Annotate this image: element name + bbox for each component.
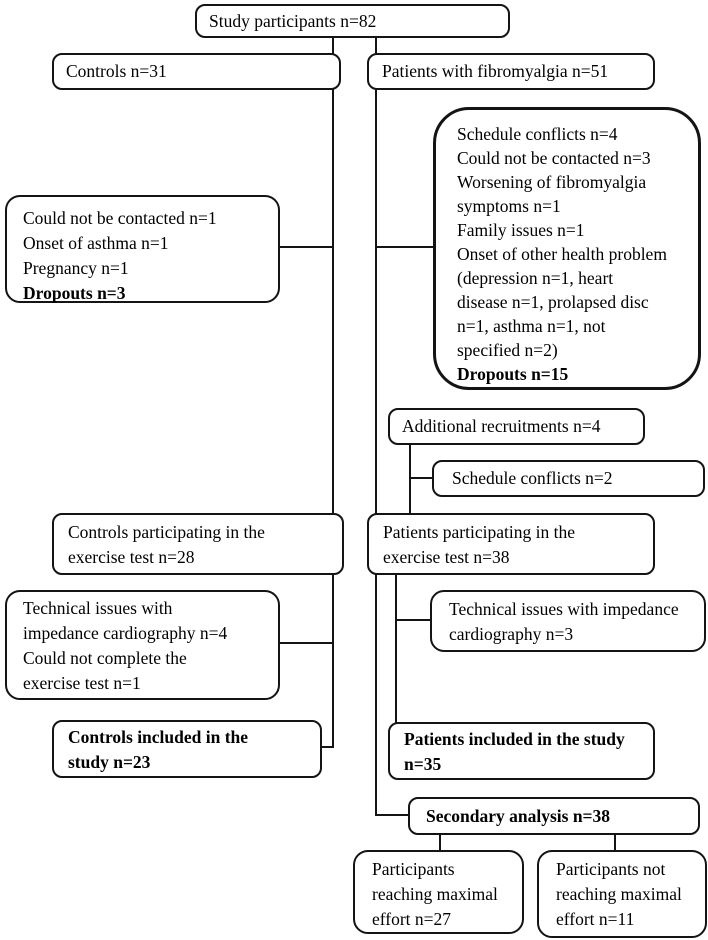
connector-not-maximal-effort: [614, 834, 616, 851]
box-control-dropouts: Could not be contacted n=1 Onset of asth…: [5, 195, 280, 303]
box-controls-technical-issues: Technical issues with impedance cardiogr…: [5, 590, 280, 700]
connector-trunk-patients: [375, 37, 377, 816]
box-label: reaching maximal: [372, 884, 498, 904]
connector-maximal-effort: [439, 834, 441, 851]
box-patients-exercise-test: Patients participating in the exercise t…: [367, 513, 655, 575]
box-patients-fibromyalgia: Patients with fibromyalgia n=51: [367, 53, 655, 90]
box-label: Patients with fibromyalgia n=51: [382, 61, 609, 81]
box-label: Schedule conflicts n=2: [452, 468, 613, 488]
dropout-reason: (depression n=1, heart: [457, 268, 614, 288]
box-patients-included: Patients included in the study n=35: [388, 722, 655, 780]
connector-schedule-conflicts: [410, 477, 433, 479]
connector-control-dropouts: [279, 246, 333, 248]
box-label: Participants: [372, 859, 455, 879]
dropout-reason: n=1, asthma n=1, not: [457, 316, 606, 336]
box-label: exercise test n=28: [68, 547, 195, 567]
box-label: reaching maximal: [556, 884, 682, 904]
box-label: Controls included in the: [68, 727, 249, 747]
exclusion-reason: impedance cardiography n=4: [23, 623, 228, 643]
box-label: exercise test n=38: [383, 547, 510, 567]
box-label: Controls participating in the: [68, 522, 265, 542]
exclusion-reason: cardiography n=3: [449, 624, 574, 644]
connector-secondary-analysis-elbow: [375, 814, 409, 816]
box-maximal-effort: Participants reaching maximal effort n=2…: [353, 850, 524, 934]
box-label: effort n=11: [556, 909, 635, 929]
box-label: n=35: [404, 754, 442, 774]
connector-patient-dropouts: [376, 246, 434, 248]
dropout-reason: Family issues n=1: [457, 220, 585, 240]
box-label: Controls n=31: [66, 61, 167, 81]
dropout-reason: symptoms n=1: [457, 196, 561, 216]
dropout-reason: Pregnancy n=1: [23, 258, 129, 278]
exclusion-reason: Technical issues with impedance: [449, 599, 679, 619]
box-not-maximal-effort: Participants not reaching maximal effort…: [537, 850, 707, 938]
connector-trunk-controls: [332, 37, 334, 748]
connector-controls-technical-issues: [279, 642, 333, 644]
box-label: Patients included in the study: [404, 729, 625, 749]
box-label: effort n=27: [372, 909, 452, 929]
dropout-reason: Onset of asthma n=1: [23, 233, 169, 253]
dropout-reason: Could not be contacted n=1: [23, 208, 217, 228]
box-label: Additional recruitments n=4: [402, 416, 601, 436]
connector-additional-recruitments: [409, 444, 411, 514]
box-secondary-analysis: Secondary analysis n=38: [408, 797, 700, 835]
box-schedule-conflicts: Schedule conflicts n=2: [432, 460, 705, 497]
exclusion-reason: exercise test n=1: [23, 673, 141, 693]
dropout-reason: Worsening of fibromyalgia: [457, 172, 647, 192]
box-patients-technical-issues: Technical issues with impedance cardiogr…: [430, 590, 706, 652]
connector-patients-included: [395, 574, 397, 723]
box-label: Patients participating in the: [383, 522, 575, 542]
dropout-reason: Could not be contacted n=3: [457, 148, 651, 168]
connector-patients-technical-issues: [396, 619, 431, 621]
box-study-participants: Study participants n=82: [195, 4, 510, 38]
dropout-reason: Onset of other health problem: [457, 244, 667, 264]
box-controls-included: Controls included in the study n=23: [52, 720, 322, 778]
box-label: Secondary analysis n=38: [426, 805, 611, 826]
dropout-reason: specified n=2): [457, 340, 558, 360]
connector-controls-included-elbow: [321, 746, 334, 748]
dropout-reason: Schedule conflicts n=4: [457, 124, 618, 144]
dropout-total: Dropouts n=3: [23, 283, 126, 303]
box-label: Study participants n=82: [209, 10, 377, 31]
dropout-total: Dropouts n=15: [457, 364, 569, 384]
exclusion-reason: Technical issues with: [23, 598, 173, 618]
box-patient-dropouts: Schedule conflicts n=4 Could not be cont…: [433, 107, 701, 390]
box-label: study n=23: [68, 752, 151, 772]
box-controls-exercise-test: Controls participating in the exercise t…: [52, 513, 344, 575]
box-additional-recruitments: Additional recruitments n=4: [388, 408, 645, 445]
dropout-reason: disease n=1, prolapsed disc: [457, 292, 649, 312]
box-controls: Controls n=31: [52, 53, 341, 90]
exclusion-reason: Could not complete the: [23, 648, 187, 668]
box-label: Participants not: [556, 859, 666, 879]
